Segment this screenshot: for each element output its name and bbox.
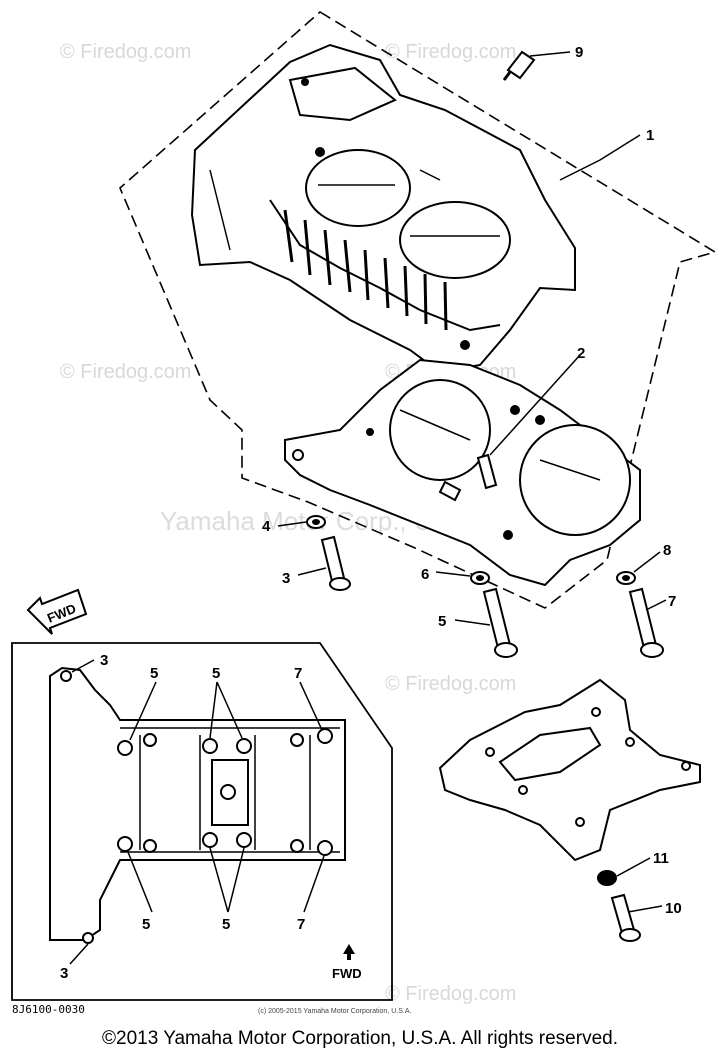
inset-callout-3-top: 3	[100, 652, 108, 669]
inset-view: 3 5 5 7 5 5 7 3 FWD	[11, 642, 393, 1001]
plug-part	[502, 50, 536, 81]
bolt-part	[628, 587, 664, 658]
inset-callout-5-bottom-pair: 5	[222, 916, 230, 933]
watermark: © Firedog.com	[60, 361, 191, 383]
inset-callout-5-top-pair: 5	[212, 665, 220, 682]
inset-callout-5-top: 5	[150, 665, 158, 682]
copyright-footer: ©2013 Yamaha Motor Corporation, U.S.A. A…	[102, 1028, 618, 1049]
inset-fwd-arrow: FWD	[332, 944, 362, 981]
small-copyright: (c) 2005-2015 Yamaha Motor Corporation, …	[258, 1008, 411, 1015]
inset-callout-7-bottom: 7	[297, 916, 305, 933]
callout-4: 4	[262, 518, 271, 535]
callout-1: 1	[646, 127, 654, 144]
bolt-part	[482, 587, 518, 658]
inset-fwd-label: FWD	[332, 966, 362, 981]
leader-lines	[277, 51, 667, 913]
watermark: © Firedog.com	[385, 673, 516, 695]
callouts: 9 1 2 4 3 6 5 8 7 11 10	[262, 44, 682, 917]
callout-7: 7	[668, 593, 676, 610]
washer-part	[616, 571, 636, 585]
callout-3: 3	[282, 570, 290, 587]
watermark: © Firedog.com	[60, 41, 191, 63]
inset-callout-3-bottom: 3	[60, 965, 68, 982]
callout-11: 11	[653, 850, 669, 867]
callout-6: 6	[421, 566, 429, 583]
bolt-part	[320, 535, 351, 591]
inset-leaders	[69, 659, 325, 965]
callout-10: 10	[665, 900, 682, 917]
nut-part	[597, 870, 617, 886]
watermark: © Firedog.com	[385, 983, 516, 1005]
watermark: © Firedog.com	[385, 41, 516, 63]
fwd-flag: FWD	[26, 588, 88, 635]
lower-crankcase	[284, 358, 641, 587]
upper-crankcase	[190, 43, 576, 374]
inset-crankcase	[49, 666, 346, 941]
washer-part	[470, 571, 490, 585]
callout-9: 9	[575, 44, 583, 61]
washer-part	[306, 515, 326, 529]
callout-8: 8	[663, 542, 671, 559]
assembly-boundary	[119, 11, 717, 609]
inset-callout-5-bottom: 5	[142, 916, 150, 933]
callout-5: 5	[438, 613, 446, 630]
inset-holes	[60, 670, 333, 944]
bracket-plate	[438, 678, 701, 862]
dowel-pin	[476, 453, 498, 490]
callout-2: 2	[577, 345, 585, 362]
bolt-part	[610, 893, 641, 942]
part-code: 8J6100-0030	[12, 1003, 85, 1016]
inset-callout-7-top: 7	[294, 665, 302, 682]
